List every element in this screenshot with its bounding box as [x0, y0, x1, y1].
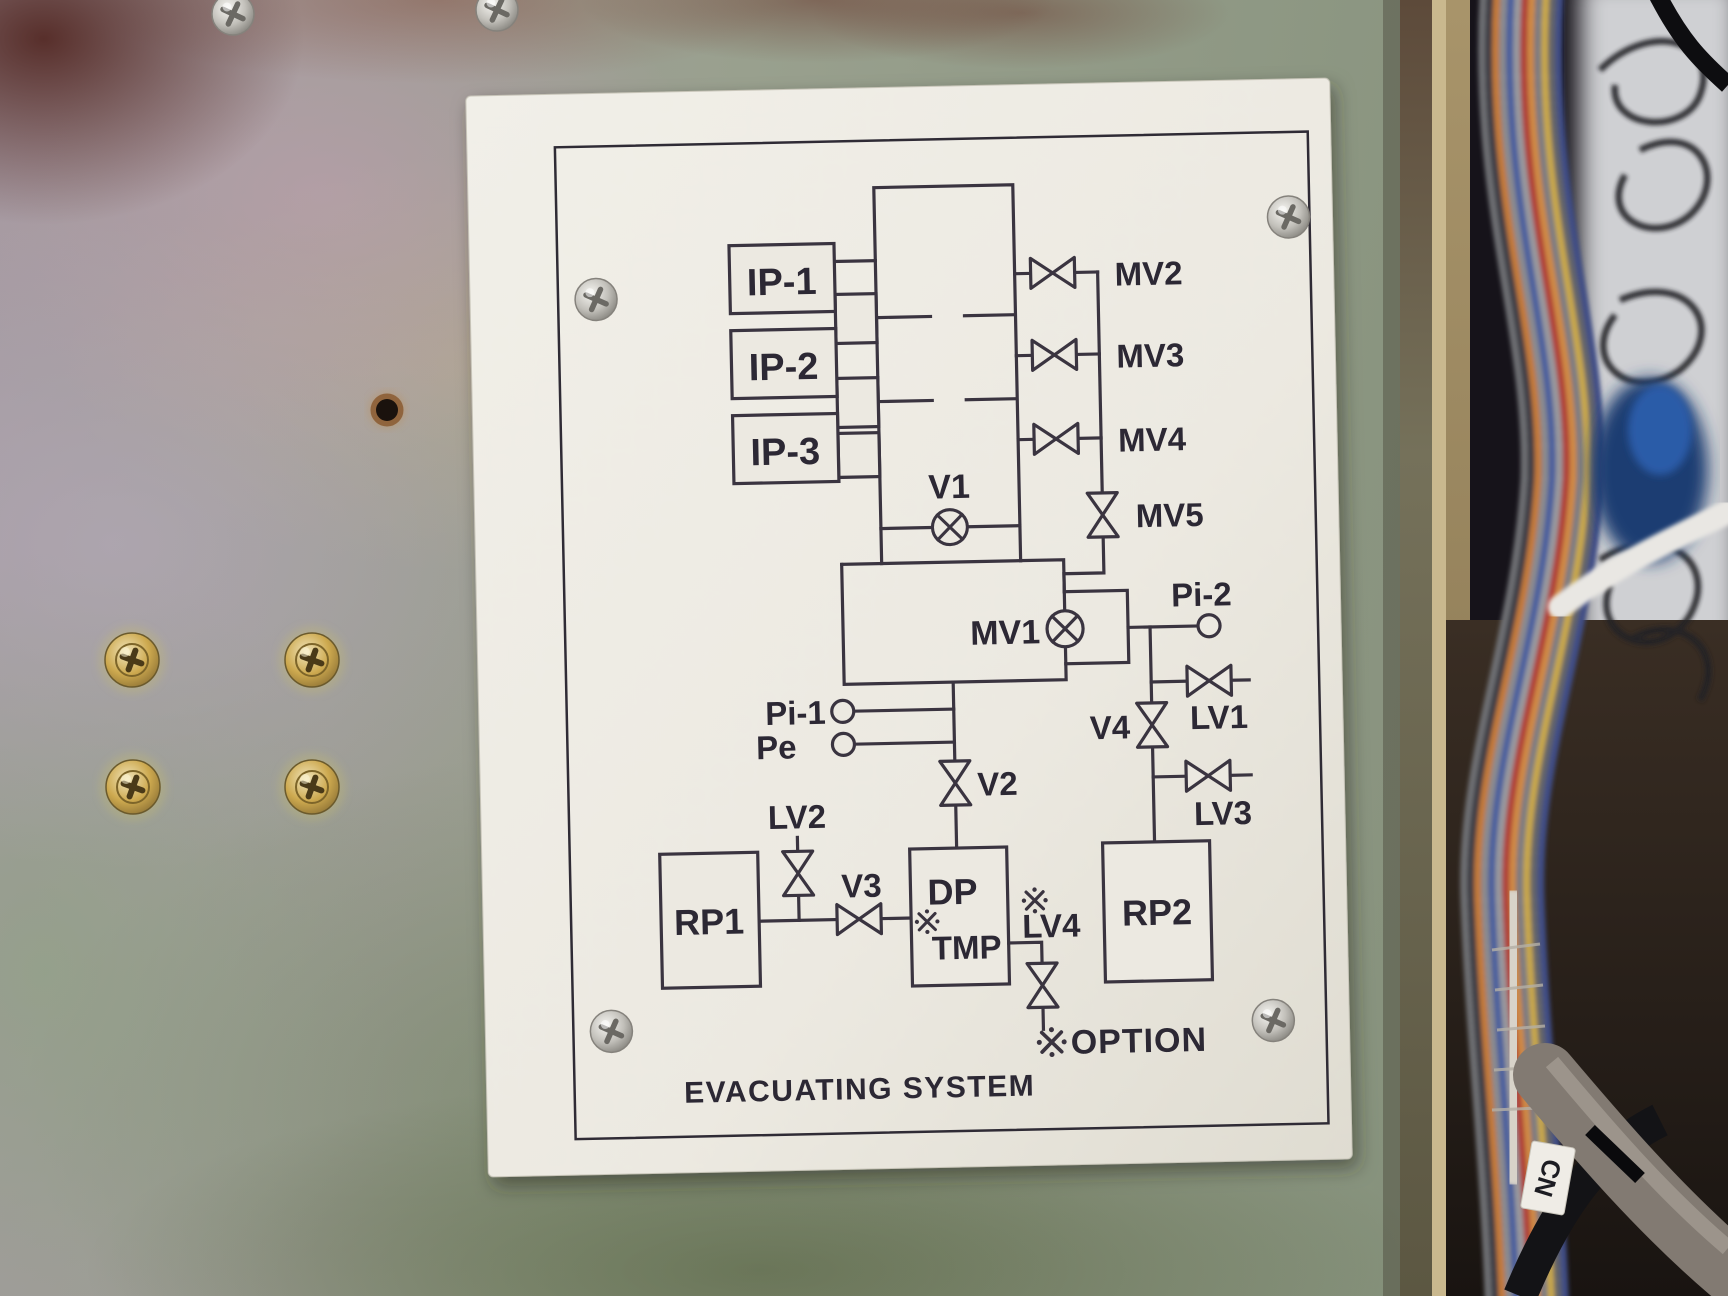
coiled-wires: [1597, 38, 1712, 702]
panel-brass-screw-icon: [98, 626, 166, 694]
pe-label: Pe: [756, 728, 797, 766]
placard-screw-icon: [575, 278, 618, 321]
cable-label: CN: [1520, 1140, 1576, 1216]
valve-mv5: MV5: [1085, 491, 1204, 539]
valve-v4: V4: [1089, 701, 1170, 749]
v3-label: V3: [841, 867, 882, 905]
mv5-label: MV5: [1135, 496, 1204, 534]
thick-black-cable: [1650, 0, 1728, 92]
valve-icon: [930, 507, 970, 547]
tmp-label: TMP: [932, 928, 1002, 966]
gauge-icon: [829, 698, 856, 725]
placard-inner-border: [553, 130, 1330, 1141]
lv1-label: LV1: [1190, 698, 1249, 736]
manifold-column: [832, 183, 1023, 566]
placard-title: EVACUATING SYSTEM: [684, 1069, 1036, 1109]
foreline-lines: [852, 680, 959, 850]
placard-screw-icon: [1252, 999, 1295, 1042]
ion-pump-ip3: IP-3: [730, 411, 841, 486]
ion-pump-ip2: IP-2: [729, 326, 839, 401]
v4-label: V4: [1089, 708, 1131, 746]
v1-label: V1: [928, 468, 970, 507]
valve-lv2: LV2: [768, 798, 827, 898]
placard-screw-icon: [590, 1010, 633, 1053]
mv3-label: MV3: [1116, 336, 1185, 374]
gauge-pe: Pe: [756, 728, 857, 766]
ip1-label: IP-1: [746, 261, 817, 304]
valve-v1: V1: [879, 468, 1022, 547]
valve-icon: [1045, 608, 1086, 649]
ip2-label: IP-2: [748, 346, 819, 389]
valve-v3: V3: [835, 867, 884, 937]
pi1-label: Pi-1: [765, 694, 826, 732]
dp-label: DP: [927, 871, 978, 913]
valve-lv1: LV1: [1185, 663, 1249, 736]
pump-rp2: RP2: [1100, 839, 1215, 984]
valve-lv4: LV4: [1007, 885, 1081, 1031]
valve-mv2: MV2: [1028, 254, 1183, 293]
rp1-label: RP1: [674, 901, 745, 943]
panel-brass-screw-icon: [99, 753, 167, 821]
white-corrugated-tube: [1484, 889, 1542, 1186]
ion-pump-ip1: IP-1: [727, 241, 838, 316]
gauge-icon: [1196, 612, 1222, 639]
panel-decorations: [98, 0, 518, 821]
gauge-pi2: Pi-2: [1126, 575, 1232, 639]
valve-mv4: MV4: [1032, 420, 1187, 459]
cable-tie: [1585, 1124, 1645, 1184]
mv4-label: MV4: [1118, 420, 1187, 458]
option-footnote: OPTION: [1034, 1021, 1207, 1062]
ip3-label: IP-3: [750, 431, 821, 474]
black-cable-bundle: [1504, 1104, 1668, 1296]
lv4-label: LV4: [1022, 906, 1081, 944]
lv2-label: LV2: [768, 798, 827, 836]
pump-dp-tmp: DP TMP: [908, 845, 1012, 988]
placard-screw-icon: [1267, 196, 1310, 239]
v2-label: V2: [977, 765, 1018, 803]
mv2-label: MV2: [1114, 254, 1183, 292]
panel-brass-screw-icon: [278, 753, 346, 821]
pi2-label: Pi-2: [1171, 575, 1232, 613]
pump-rp1: RP1: [658, 850, 763, 990]
white-cable: [1548, 500, 1728, 619]
panel-top-screw-icon: [476, 0, 518, 31]
panel-top-screw-icon: [212, 0, 254, 35]
valve-v2: V2: [938, 759, 1018, 807]
gauge-icon: [830, 731, 857, 758]
evacuating-system-diagram: IP-1 IP-2 IP-3: [658, 183, 1253, 1110]
rp2-label: RP2: [1122, 891, 1193, 933]
valve-lv3: LV3: [1184, 758, 1253, 832]
plywood-edge: [1432, 0, 1448, 1296]
lv3-label: LV3: [1194, 794, 1253, 832]
mv1-label: MV1: [970, 613, 1041, 652]
valve-mv3: MV3: [1030, 336, 1185, 375]
chamber: [840, 558, 1068, 687]
placard: IP-1 IP-2 IP-3: [465, 77, 1353, 1178]
reference-mark-icon: [1034, 1025, 1069, 1060]
option-label: OPTION: [1070, 1021, 1207, 1062]
braided-sleeve-highlight: [1545, 1056, 1728, 1255]
vent-hole: [368, 391, 406, 429]
gauge-pi1: Pi-1: [765, 694, 856, 732]
roughing-branch-lines: [1148, 625, 1253, 844]
panel-brass-screw-icon: [278, 626, 346, 694]
cable-compartment: CN: [1446, 0, 1728, 1296]
blue-connector-highlight: [1628, 385, 1692, 475]
